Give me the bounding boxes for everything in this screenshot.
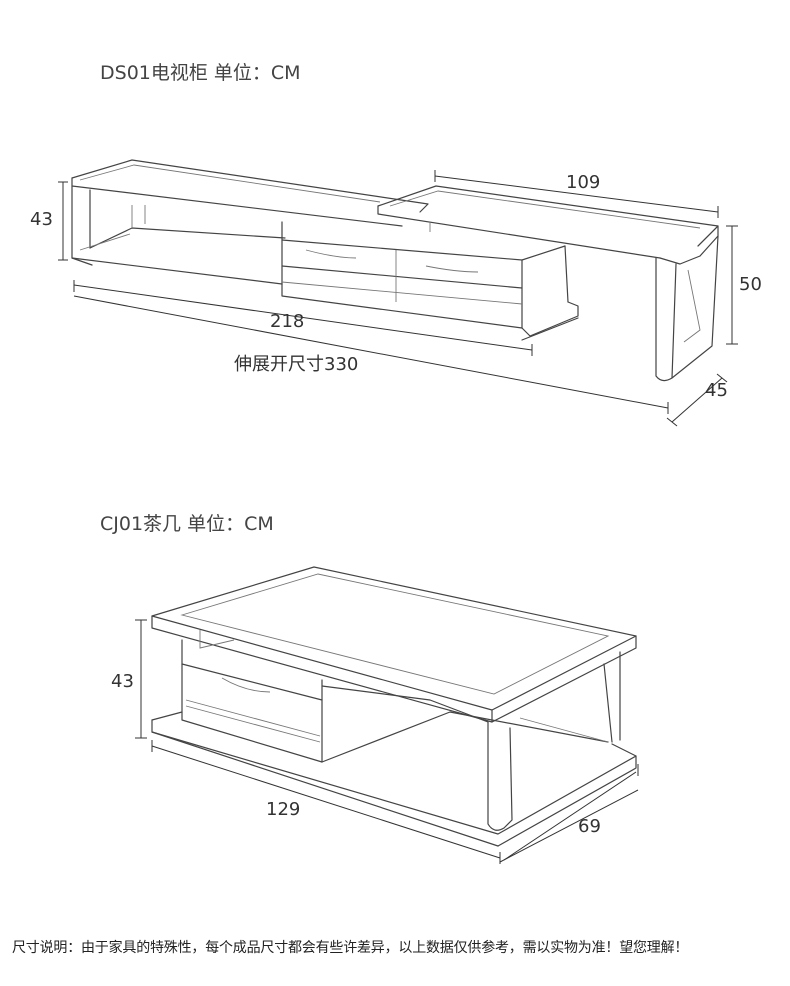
tv-cabinet-extended-length-label: 伸展开尺寸330 [234, 354, 359, 375]
coffee-table-title: CJ01茶几 单位：CM [100, 513, 274, 535]
coffee-table-height-label: 43 [111, 671, 134, 692]
tv-cabinet-title: DS01电视柜 单位：CM [100, 62, 301, 84]
tv-cabinet-length-label: 218 [270, 311, 305, 332]
tv-cabinet-depth-label: 45 [705, 380, 728, 401]
tv-cabinet-height-left-label: 43 [30, 209, 53, 230]
size-disclaimer-note: 尺寸说明：由于家具的特殊性，每个成品尺寸都会有些许差异，以上数据仅供参考，需以实… [12, 940, 689, 956]
coffee-table-length-label: 129 [266, 799, 301, 820]
tv-cabinet-dimension-lines [58, 170, 738, 427]
tv-cabinet-height-right-label: 50 [739, 274, 762, 295]
coffee-table-dimension-lines [135, 619, 639, 864]
coffee-table-drawing [151, 566, 637, 847]
tv-cabinet-drawing [71, 159, 719, 382]
tv-cabinet-extension-width-label: 109 [566, 172, 601, 193]
coffee-table-depth-label: 69 [578, 816, 601, 837]
